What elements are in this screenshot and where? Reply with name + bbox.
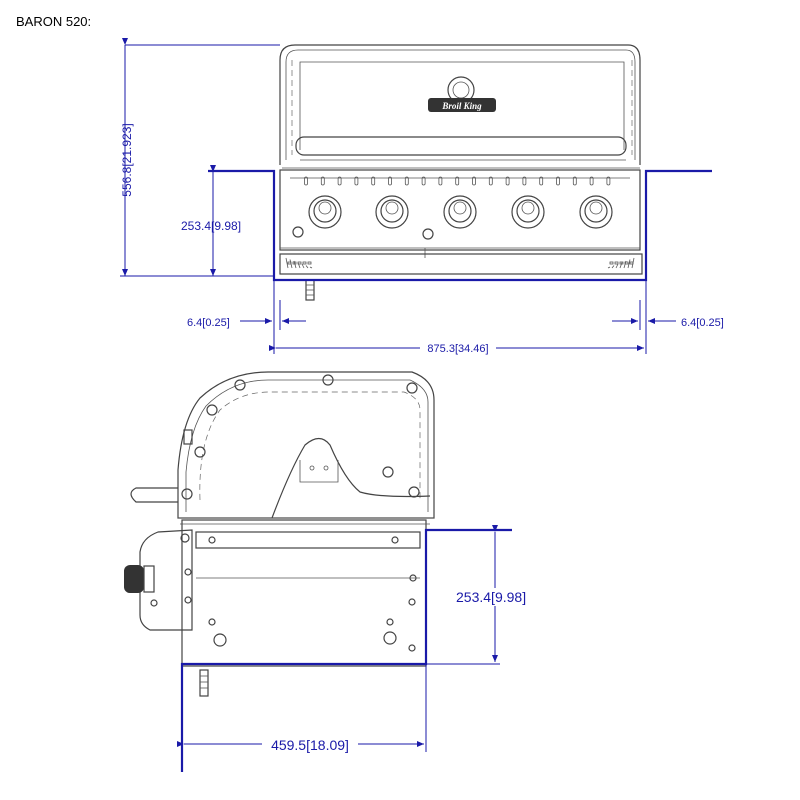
control-knob — [308, 195, 342, 229]
front-left-gap-label: 6.4[0.25] — [187, 317, 230, 329]
front-base — [279, 253, 643, 301]
control-knob — [443, 195, 477, 229]
side-cutout-height-label: 253.4[9.98] — [456, 589, 526, 605]
logo-badge — [428, 98, 496, 112]
logo-text: Broil King — [441, 101, 482, 111]
side-gas-fitting — [199, 669, 209, 697]
control-knob — [375, 195, 409, 229]
front-cutout-height-label: 253.4[9.98] — [181, 219, 241, 233]
side-lid — [130, 371, 435, 519]
side-control-panel — [124, 529, 193, 631]
front-view: Broil King — [120, 38, 712, 354]
front-right-gap-label: 6.4[0.25] — [681, 317, 724, 329]
control-knob — [579, 195, 613, 229]
drawing-title: BARON 520: — [16, 14, 92, 29]
side-view — [124, 371, 512, 772]
side-cutout-depth-label: 459.5[18.09] — [271, 737, 349, 753]
front-lid: Broil King — [279, 44, 641, 169]
side-body — [180, 519, 430, 667]
front-control-panel — [279, 169, 641, 258]
front-overall-height-label: 556.8[21.923] — [120, 123, 134, 196]
front-cutout-width-label: 875.3[34.46] — [427, 343, 488, 355]
svg-text:556.8[21.923]: 556.8[21.923] — [120, 123, 134, 196]
control-knob — [511, 195, 545, 229]
